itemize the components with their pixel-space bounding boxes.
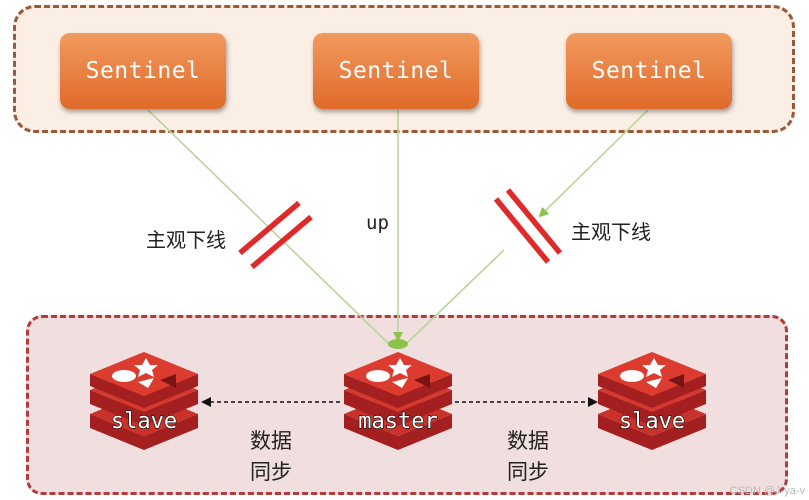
sync-left-label: 数据 同步: [241, 426, 301, 488]
right-link-label: 主观下线: [571, 220, 651, 244]
sentinel-node-label: Sentinel: [591, 58, 707, 84]
left-cut-mark: [238, 200, 313, 270]
sentinel-node-label: Sentinel: [338, 58, 454, 84]
redis-icon: [90, 352, 198, 450]
sentinel-node-3: Sentinel: [566, 33, 732, 109]
sync-left-line1: 数据: [250, 429, 292, 453]
master-link-join: [388, 339, 408, 349]
redis-icon: [344, 352, 452, 450]
right-sentinel-link: [404, 249, 505, 346]
sentinel-node-1: Sentinel: [60, 33, 226, 109]
slave-right-label: slave: [619, 409, 685, 434]
sync-left-line2: 同步: [250, 460, 292, 484]
sync-right-label: 数据 同步: [498, 426, 558, 488]
master-label: master: [358, 409, 437, 434]
watermark: CSDN @J-ya-v: [729, 485, 805, 497]
right-sentinel-arrow-link: [538, 109, 649, 218]
sync-right-line1: 数据: [507, 429, 549, 453]
sentinel-node-2: Sentinel: [313, 33, 479, 109]
sync-right-line2: 同步: [507, 460, 549, 484]
right-cut-mark: [493, 188, 563, 264]
redis-icon: [598, 352, 706, 450]
center-link-label: up: [366, 212, 389, 234]
sentinel-node-label: Sentinel: [85, 58, 201, 84]
left-link-label: 主观下线: [146, 228, 226, 252]
slave-left-label: slave: [111, 409, 177, 434]
